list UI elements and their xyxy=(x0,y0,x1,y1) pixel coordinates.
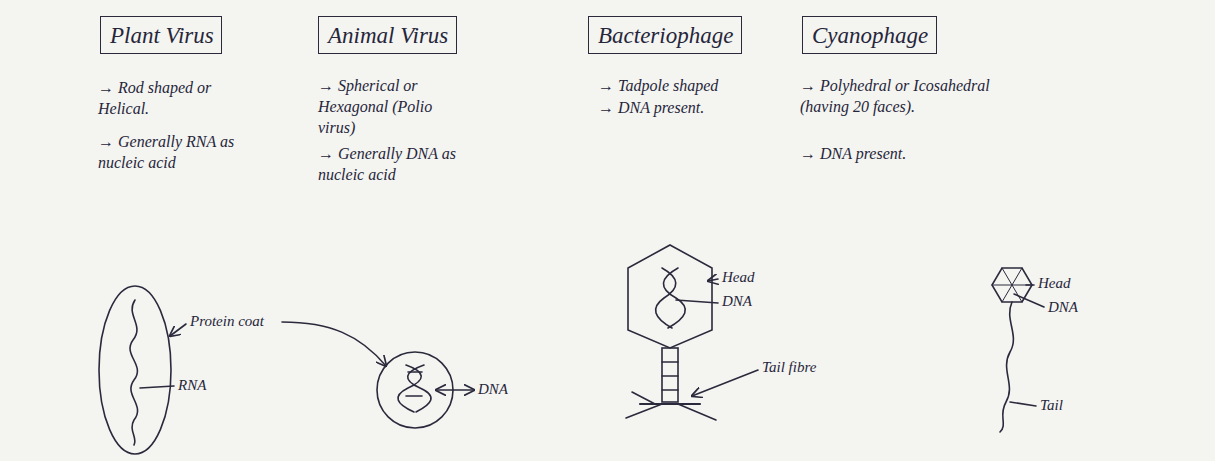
note-text: → Tadpole shaped xyxy=(598,76,788,97)
dna-helix xyxy=(398,365,421,412)
note-text: → Rod shaped or Helical. xyxy=(98,78,253,120)
heading-box: Bacteriophage xyxy=(588,16,742,54)
heading-text: Cyanophage xyxy=(812,22,928,50)
leader-line xyxy=(1026,284,1034,286)
part-label: Tail xyxy=(1040,396,1063,416)
part-label: Head xyxy=(1038,274,1071,294)
part-label: DNA xyxy=(722,292,752,312)
dna-helix xyxy=(406,372,422,396)
part-label: DNA xyxy=(478,380,508,400)
note-text: → DNA present. xyxy=(598,98,788,119)
dna-helix xyxy=(663,268,685,328)
note-text: → Generally DNA as nucleic acid xyxy=(318,144,483,186)
leader-line xyxy=(1014,294,1044,307)
heading-text: Bacteriophage xyxy=(598,22,733,50)
phage-head xyxy=(628,245,712,348)
note-text: → Spherical or Hexagonal (Polio virus) xyxy=(318,76,468,138)
part-label: Tail fibre xyxy=(762,358,816,378)
phage-tail xyxy=(662,348,678,402)
tail-sheath xyxy=(662,362,678,390)
part-label: RNA xyxy=(178,376,206,396)
note-text: → Polyhedral or Icosahedral (having 20 f… xyxy=(800,76,1000,118)
phage-tail xyxy=(1000,302,1013,432)
heading-box: Animal Virus xyxy=(318,16,457,54)
part-label: DNA xyxy=(1048,298,1078,318)
heading-box: Plant Virus xyxy=(100,16,222,54)
leader-line xyxy=(436,389,474,391)
rna-strand xyxy=(130,300,138,445)
leader-line xyxy=(1010,402,1036,406)
leader-line xyxy=(282,322,386,366)
note-text: → Generally RNA as nucleic acid xyxy=(98,132,248,174)
leader-line xyxy=(676,300,718,303)
leader-line xyxy=(692,370,758,396)
part-label: Protein coat xyxy=(190,312,264,332)
leader-line xyxy=(140,386,174,388)
leader-line xyxy=(170,324,186,336)
tail-fibre xyxy=(626,392,716,420)
heading-text: Animal Virus xyxy=(328,22,448,50)
heading-text: Plant Virus xyxy=(110,22,214,50)
note-text: → DNA present. xyxy=(800,144,990,165)
protein-coat-outline xyxy=(99,286,171,454)
base-plate xyxy=(640,403,700,405)
leader-line xyxy=(708,279,718,281)
heading-box: Cyanophage xyxy=(802,16,937,54)
part-label: Head xyxy=(722,268,755,288)
